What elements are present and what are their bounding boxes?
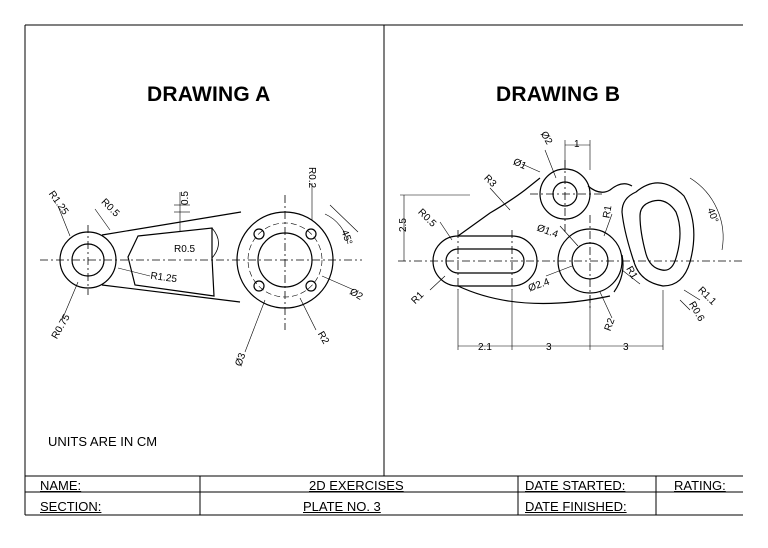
drawing-a-geometry bbox=[40, 183, 362, 353]
rating-label: RATING: bbox=[674, 478, 726, 493]
drawing-a-labels: R1.25 R0.5 0.5 R0.5 R0.2 45° R1.25 R0.75… bbox=[46, 167, 365, 368]
sheet-border bbox=[24, 24, 743, 516]
drawing-b-title: DRAWING B bbox=[496, 83, 621, 106]
drawing-b-labels: Ø2 1 Ø1 R3 2.5 R0.5 Ø1.4 R1 40° Ø2.4 R1 … bbox=[398, 130, 720, 353]
dim-d2: Ø2 bbox=[347, 287, 364, 303]
dim-angle-a: 45° bbox=[338, 229, 354, 247]
exercise-title: 2D EXERCISES bbox=[309, 478, 404, 493]
dim-r0-5-top: R0.5 bbox=[99, 197, 122, 220]
dim-b-r3: R3 bbox=[481, 173, 498, 190]
dim-b-h2-5: 2.5 bbox=[398, 218, 409, 232]
dim-r1-25-mid: R1.25 bbox=[150, 271, 178, 286]
date-started-label: DATE STARTED: bbox=[525, 478, 626, 493]
dim-b-angle: 40° bbox=[704, 207, 720, 225]
dim-b-r0-5: R0.5 bbox=[415, 207, 438, 230]
dim-b-r1-left: R1 bbox=[410, 289, 427, 306]
dim-r2: R2 bbox=[315, 330, 331, 347]
plate-number: PLATE NO. 3 bbox=[303, 499, 381, 514]
dim-b-w3b: 3 bbox=[623, 342, 629, 353]
dim-b-r1-top: R1 bbox=[601, 204, 614, 219]
dim-b-r1-mid: R1 bbox=[623, 265, 639, 282]
dim-r0-2: R0.2 bbox=[306, 167, 317, 189]
dim-b-w1: 1 bbox=[574, 139, 580, 150]
dim-d3: Ø3 bbox=[234, 351, 249, 368]
dim-r0-5-slot: R0.5 bbox=[174, 244, 196, 255]
dim-b-w3a: 3 bbox=[546, 342, 552, 353]
dim-b-w2-1: 2.1 bbox=[478, 342, 492, 353]
dim-b-r0-6: R0.6 bbox=[686, 300, 706, 324]
date-finished-label: DATE FINISHED: bbox=[525, 499, 627, 514]
name-label: NAME: bbox=[40, 478, 82, 493]
dim-b-d2: Ø2 bbox=[538, 130, 554, 147]
drawing-a-title: DRAWING A bbox=[147, 83, 271, 106]
dim-gap: 0.5 bbox=[180, 191, 191, 205]
dim-b-d2-4: Ø2.4 bbox=[527, 276, 552, 294]
units-note: UNITS ARE IN CM bbox=[48, 434, 158, 449]
dim-r1-25-left: R1.25 bbox=[46, 189, 71, 218]
dim-r0-75: R0.75 bbox=[50, 312, 73, 341]
section-label: SECTION: bbox=[40, 499, 102, 514]
dim-b-r2: R2 bbox=[603, 316, 618, 332]
drawing-b-geometry bbox=[398, 140, 745, 350]
dim-b-d1: Ø1 bbox=[511, 157, 528, 173]
dim-b-d1-4: Ø1.4 bbox=[535, 223, 560, 241]
